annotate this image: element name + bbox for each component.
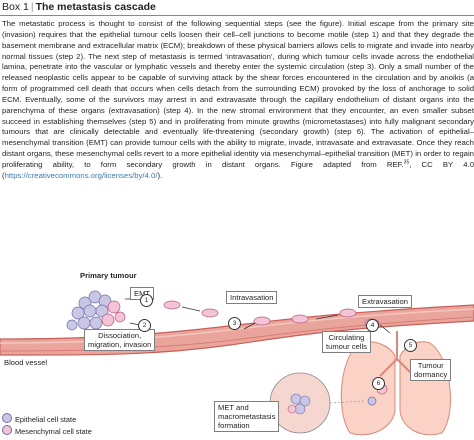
license-text: , CC BY 4.0 ( [2,159,474,180]
reference-label: REF. [386,159,404,169]
step-6-marker: 6 [372,377,385,390]
met-zoom [269,372,366,434]
legend-epithelial: Epithelial cell state [2,413,76,424]
met-label: MET and macrometastasis formation [214,401,280,432]
box-heading: Box 1|The metastasis cascade [2,1,156,13]
step-2-marker: 2 [138,319,151,332]
box-header: Box 1|The metastasis cascade [0,0,474,16]
reference-number: 35 [403,159,410,166]
box-body-text: The metastatic process is thought to con… [2,19,474,182]
primary-tumour-cluster [66,290,126,331]
circulating-cells-label: Circulating tumour cells [322,331,371,353]
legend-swatch [2,413,12,423]
extravasation-label: Extravasation [358,295,413,308]
body-paragraph: The metastatic process is thought to con… [2,19,474,169]
heading-separator: | [30,1,34,13]
blood-vessel-label: Blood vessel [4,358,48,367]
step-1-marker: 1 [140,294,153,307]
intravasation-label: Intravasation [226,291,278,304]
primary-tumour-label: Primary tumour [80,271,137,280]
step-3-marker: 3 [228,317,241,330]
legend-label: Mesenchymal cell state [15,427,92,436]
metastasis-figure: Primary tumour EMT Dissociation, migrati… [0,261,474,440]
box-title: The metastasis cascade [35,1,156,13]
dissociation-label: Dissociation, migration, invasion [84,329,156,351]
legend-mesenchymal: Mesenchymal cell state [2,425,92,436]
legend-swatch [2,425,12,435]
legend-label: Epithelial cell state [15,415,77,424]
license-link[interactable]: https://creativecommons.org/licenses/by/… [4,170,158,180]
closing-text: ). [157,170,163,180]
box-label: Box 1 [2,1,29,13]
step-5-marker: 5 [404,339,417,352]
step-4-marker: 4 [366,319,379,332]
dormancy-label: Tumour dormancy [410,359,452,381]
